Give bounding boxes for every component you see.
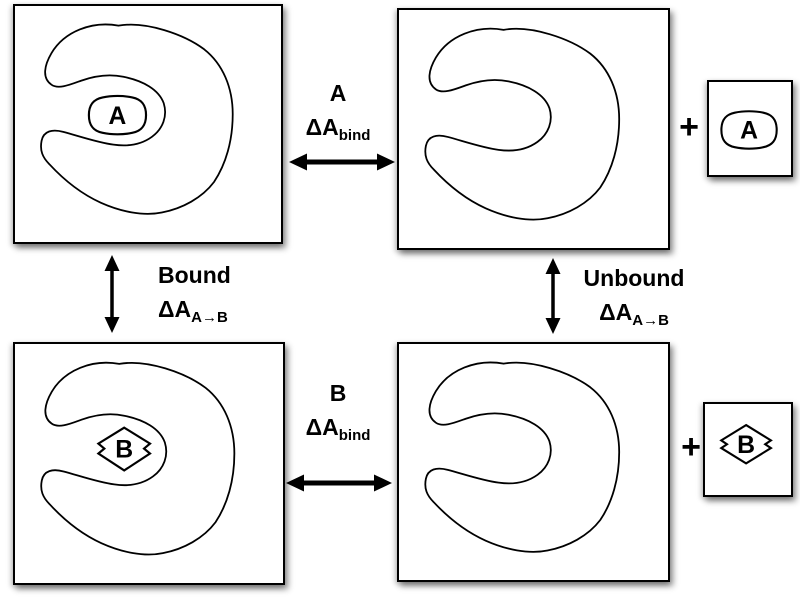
delta-a-subscript: bind (338, 127, 371, 144)
state-label-a: A (329, 80, 347, 106)
horizontal-double-arrow-bottom-icon (285, 471, 393, 495)
state-label-b: B (329, 380, 347, 406)
delta-bound-subscript: A→B (191, 309, 228, 326)
free-ligand-b-drawing: B (719, 423, 773, 465)
free-ligand-a-label: A (740, 118, 758, 145)
free-energy-label-bind-a: ΔAbind (278, 110, 398, 153)
vertical-double-arrow-left-icon (101, 254, 123, 334)
delta-unbound-subscript: A→B (632, 312, 669, 329)
free-ligand-b-label: B (737, 431, 755, 459)
panel-receptor-empty-bottom (397, 342, 670, 582)
ligand-a-label: A (109, 103, 127, 130)
ligand-b-shape (719, 423, 773, 465)
edge-label-right: Unbound ΔAA→B (574, 261, 694, 338)
edge-label-bottom: B ΔAbind (278, 376, 398, 453)
panel-free-ligand-b: B (703, 402, 793, 497)
vertical-double-arrow-right-icon (542, 257, 564, 335)
receptor-blob-shape (40, 23, 234, 215)
horizontal-double-arrow-top-icon (288, 150, 396, 174)
delta-bound-text: ΔA (158, 296, 192, 322)
panel-receptor-bound-a: A (13, 4, 283, 244)
free-energy-label-unbound: ΔAA→B (574, 295, 694, 338)
panel-receptor-bound-b: B (13, 342, 285, 585)
receptor-empty-bottom-drawing (424, 361, 621, 553)
receptor-blob-shape (40, 361, 236, 556)
plus-operator-bottom: + (681, 428, 701, 466)
state-label-bound: Bound (158, 262, 231, 288)
state-label-unbound: Unbound (583, 265, 685, 291)
receptor-empty-top-drawing (424, 27, 621, 221)
receptor-bound-b-drawing: B (40, 361, 236, 556)
delta-a-text: ΔA (305, 114, 339, 140)
free-energy-label-bound: ΔAA→B (158, 292, 231, 335)
ligand-a-shape (720, 110, 778, 150)
receptor-blob-shape (424, 361, 621, 553)
free-energy-label-bind-b: ΔAbind (278, 410, 398, 453)
edge-label-top: A ΔAbind (278, 76, 398, 153)
receptor-bound-a-drawing: A (40, 23, 234, 215)
edge-label-left: Bound ΔAA→B (158, 258, 231, 335)
ligand-b-shape (96, 426, 152, 472)
receptor-blob-shape (424, 27, 621, 221)
plus-operator-top: + (679, 108, 699, 146)
ligand-a-shape (87, 94, 148, 136)
panel-free-ligand-a: A (707, 80, 793, 177)
ligand-b-label: B (115, 436, 133, 463)
free-ligand-a-drawing: A (720, 110, 778, 150)
delta-b-text: ΔA (305, 414, 339, 440)
panel-receptor-empty-top (397, 8, 670, 250)
delta-unbound-text: ΔA (599, 299, 633, 325)
delta-b-subscript: bind (338, 427, 371, 444)
